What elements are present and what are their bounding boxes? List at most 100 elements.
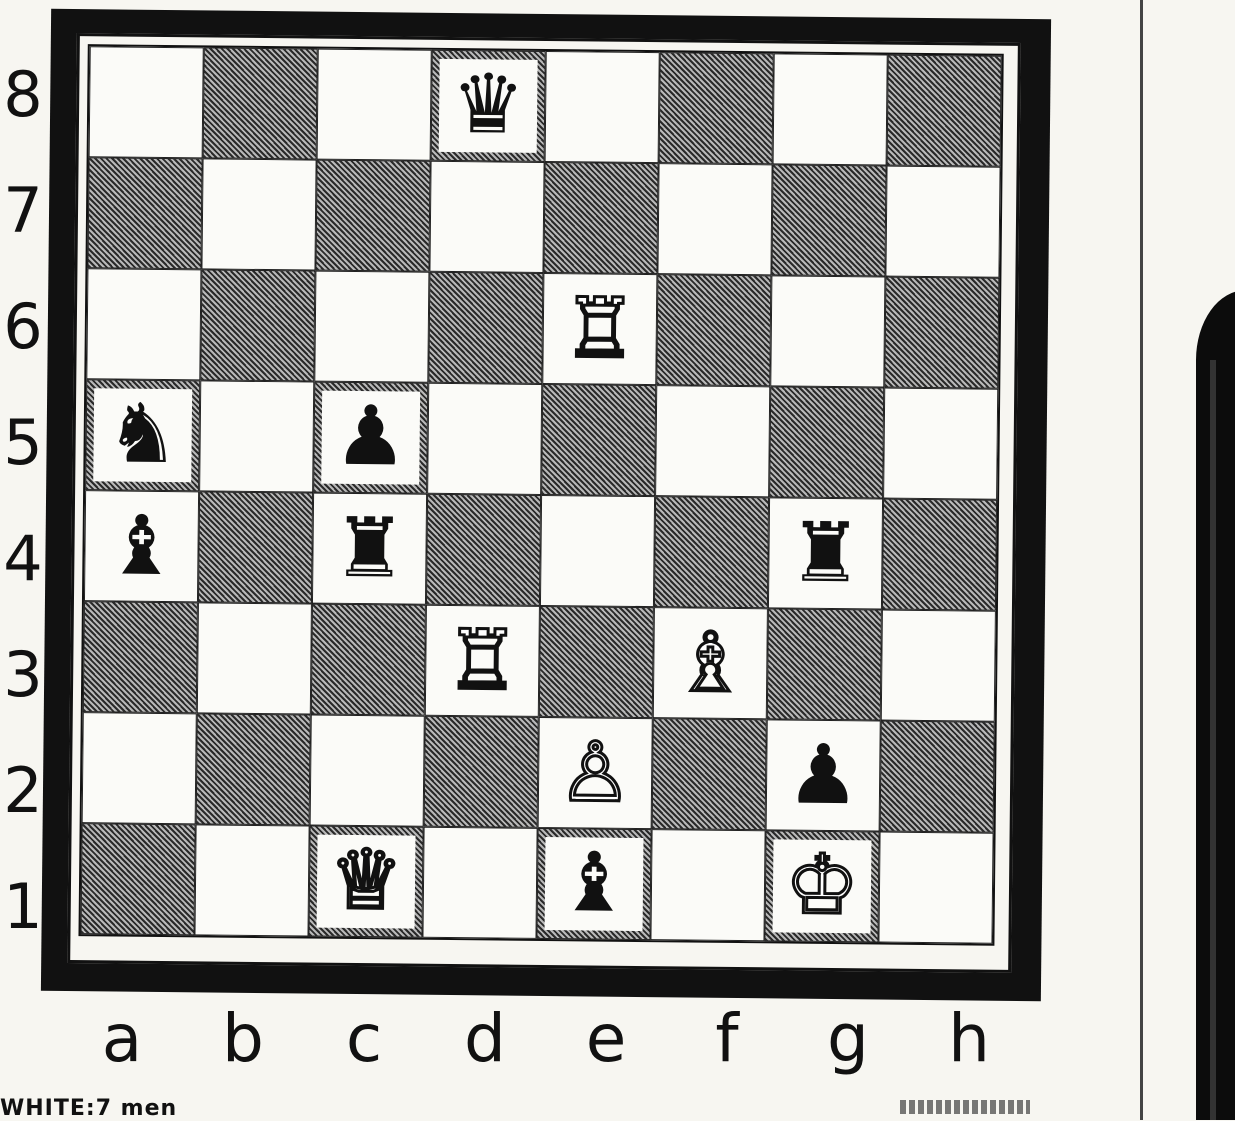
square-d2[interactable] (424, 716, 539, 828)
square-a7[interactable] (87, 157, 202, 269)
square-b7[interactable] (201, 158, 316, 270)
square-c8[interactable] (317, 49, 432, 161)
file-label-d: d (455, 1000, 515, 1077)
piece-holder: ♝ (544, 837, 644, 932)
piece-c1[interactable]: ♕ (329, 840, 403, 923)
square-d1[interactable] (422, 827, 537, 939)
piece-holder: ♞ (93, 388, 193, 483)
square-e2[interactable]: ♙ (538, 717, 653, 829)
square-g6[interactable] (770, 275, 885, 387)
chess-board[interactable]: ♛ ♖ ♞ ♟ ♝ ♜ ♜ ♖ ♗ ♙ ♟ ♕ ♝ ♔ (78, 44, 1003, 946)
square-g2[interactable]: ♟ (766, 719, 881, 831)
piece-g1[interactable]: ♔ (785, 845, 859, 928)
piece-holder: ♙ (558, 732, 632, 815)
file-label-h: h (939, 1000, 999, 1077)
square-d3[interactable]: ♖ (425, 605, 540, 717)
file-label-a: a (92, 1000, 152, 1077)
square-g8[interactable] (773, 53, 888, 165)
square-f6[interactable] (656, 274, 771, 386)
piece-e6[interactable]: ♖ (563, 281, 638, 377)
square-g7[interactable] (771, 164, 886, 276)
square-b4[interactable] (198, 491, 313, 603)
square-g4[interactable]: ♜ (768, 497, 883, 609)
piece-g4[interactable]: ♜ (788, 505, 863, 601)
square-f2[interactable] (652, 718, 767, 830)
square-h4[interactable] (882, 499, 997, 611)
piece-holder: ♕ (316, 834, 416, 929)
square-g3[interactable] (767, 608, 882, 720)
square-b3[interactable] (197, 602, 312, 714)
square-e1[interactable]: ♝ (536, 828, 651, 940)
square-e5[interactable] (541, 384, 656, 496)
piece-d3[interactable]: ♖ (445, 612, 520, 708)
square-e4[interactable] (540, 495, 655, 607)
square-e6[interactable]: ♖ (542, 273, 657, 385)
square-a1[interactable] (80, 823, 195, 935)
square-a4[interactable]: ♝ (84, 490, 199, 602)
square-e7[interactable] (543, 162, 658, 274)
square-b5[interactable] (199, 380, 314, 492)
rank-label-3: 3 (0, 638, 46, 711)
piece-holder: ♗ (673, 622, 747, 705)
square-f5[interactable] (655, 385, 770, 497)
square-e8[interactable] (545, 51, 660, 163)
column-divider (1140, 0, 1143, 1120)
square-a6[interactable] (86, 268, 201, 380)
square-d7[interactable] (429, 161, 544, 273)
square-g1[interactable]: ♔ (764, 830, 879, 942)
square-a5[interactable]: ♞ (85, 379, 200, 491)
square-d5[interactable] (427, 383, 542, 495)
file-label-f: f (697, 1000, 757, 1077)
square-h1[interactable] (878, 832, 993, 944)
square-b2[interactable] (196, 713, 311, 825)
piece-f3[interactable]: ♗ (673, 615, 748, 711)
file-label-g: g (818, 1000, 878, 1077)
square-b8[interactable] (203, 47, 318, 159)
square-f7[interactable] (657, 163, 772, 275)
square-h5[interactable] (883, 388, 998, 500)
square-c2[interactable] (310, 715, 425, 827)
piece-a4[interactable]: ♝ (104, 498, 179, 594)
square-c1[interactable]: ♕ (308, 826, 423, 938)
piece-e2[interactable]: ♙ (558, 725, 633, 821)
piece-count-caption: WHITE:7 men (0, 1096, 177, 1121)
caption-right-fragment (900, 1100, 1030, 1114)
square-f3[interactable]: ♗ (653, 607, 768, 719)
square-a3[interactable] (83, 601, 198, 713)
piece-holder: ♜ (332, 507, 406, 590)
square-h7[interactable] (885, 166, 1000, 278)
piece-g2[interactable]: ♟ (786, 727, 861, 823)
square-d8[interactable]: ♛ (431, 50, 546, 162)
rank-label-1: 1 (0, 870, 46, 943)
piece-c5[interactable]: ♟ (334, 396, 408, 479)
square-g5[interactable] (769, 386, 884, 498)
square-c5[interactable]: ♟ (313, 382, 428, 494)
square-f4[interactable] (654, 496, 769, 608)
square-h8[interactable] (887, 55, 1002, 167)
square-c3[interactable] (311, 604, 426, 716)
square-f1[interactable] (650, 829, 765, 941)
piece-holder: ♛ (438, 58, 538, 153)
square-h3[interactable] (881, 610, 996, 722)
piece-a5[interactable]: ♞ (106, 394, 180, 477)
square-b1[interactable] (194, 824, 309, 936)
piece-c4[interactable]: ♜ (332, 500, 407, 596)
piece-holder: ♝ (104, 505, 178, 588)
square-c7[interactable] (315, 160, 430, 272)
square-a8[interactable] (89, 46, 204, 158)
square-d4[interactable] (426, 494, 541, 606)
square-h2[interactable] (880, 721, 995, 833)
square-b6[interactable] (200, 269, 315, 381)
piece-holder: ♖ (445, 619, 519, 702)
square-a2[interactable] (82, 712, 197, 824)
square-h6[interactable] (884, 277, 999, 389)
piece-d8[interactable]: ♛ (451, 64, 525, 147)
board-border: ♛ ♖ ♞ ♟ ♝ ♜ ♜ ♖ ♗ ♙ ♟ ♕ ♝ ♔ (67, 33, 1021, 973)
square-f8[interactable] (659, 52, 774, 164)
square-c4[interactable]: ♜ (312, 493, 427, 605)
piece-e1[interactable]: ♝ (557, 843, 631, 926)
square-d6[interactable] (428, 272, 543, 384)
square-e3[interactable] (539, 606, 654, 718)
square-c6[interactable] (314, 271, 429, 383)
piece-holder: ♜ (788, 512, 862, 595)
